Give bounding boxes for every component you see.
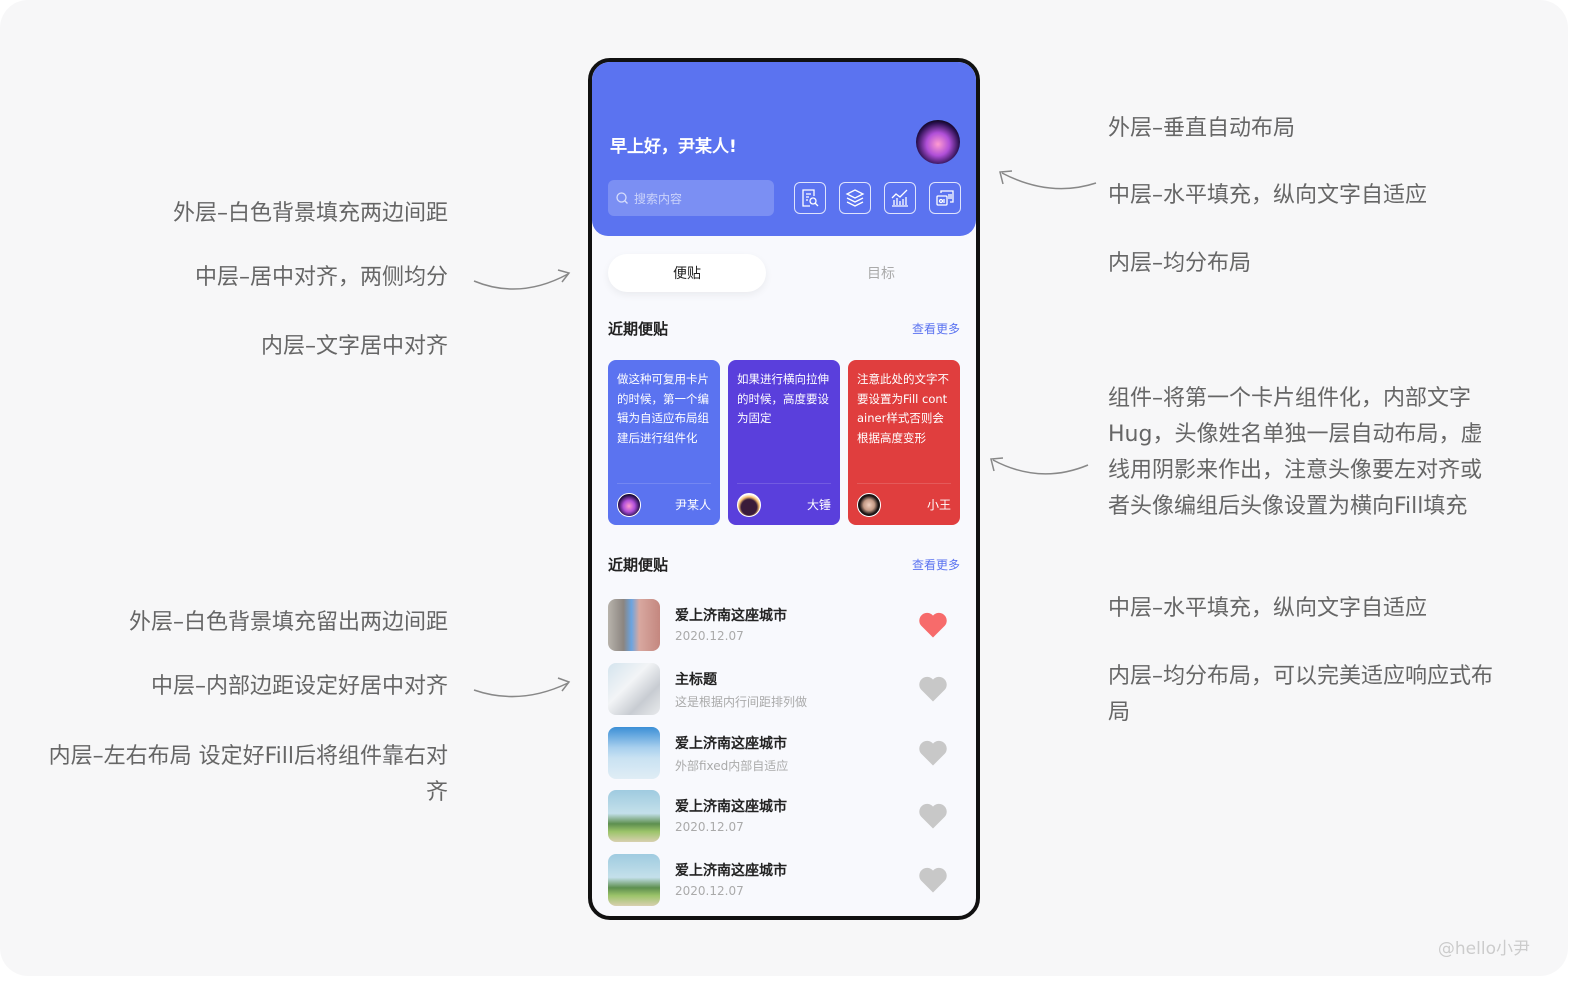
thumbnail [608, 727, 660, 779]
item-subtitle: 2020.12.07 [675, 820, 744, 834]
tab-bar: 便贴 目标 [608, 254, 960, 292]
annotation: 外层–白色背景填充留出两边间距 [128, 610, 448, 635]
search-placeholder: 搜索内容 [634, 191, 683, 206]
data-icon [936, 190, 954, 206]
layers-icon [845, 189, 865, 207]
annotation: 内层–左右布局 设定好Fill后将组件靠右对齐 [48, 744, 448, 805]
annotation: 中层–内部边距设定好居中对齐 [150, 674, 448, 699]
see-more-link[interactable]: 查看更多 [911, 322, 960, 336]
list-item[interactable]: 爱上济南这座城市 2020.12.07 [608, 854, 960, 906]
chart-icon [891, 189, 908, 207]
note-card[interactable]: 做这种可复用卡片的时候，第一个编辑为自适应布局组建后进行组件化 尹某人 [608, 360, 720, 525]
heart-icon[interactable] [918, 611, 948, 639]
card-text: 如果进行横向拉伸的时候，高度要设为固定 [737, 372, 829, 425]
thumbnail [608, 854, 660, 906]
avatar [857, 492, 881, 517]
chart-button[interactable] [884, 182, 916, 214]
list-item[interactable]: 主标题 这是根据内行间距排列做 [608, 663, 960, 715]
document-search-button[interactable] [794, 182, 826, 214]
card-author: 尹某人 [674, 498, 711, 512]
item-title: 主标题 [675, 672, 717, 688]
thumbnail [608, 790, 660, 842]
item-subtitle: 2020.12.07 [675, 629, 744, 643]
card-author: 大锤 [806, 498, 831, 512]
annotation: 内层–均分布局 [1108, 251, 1252, 276]
list-item[interactable]: 爱上济南这座城市 2020.12.07 [608, 599, 960, 651]
annotation: 外层–垂直自动布局 [1108, 116, 1296, 141]
item-subtitle: 2020.12.07 [675, 884, 744, 898]
header: 早上好，尹某人! 搜索内容 [592, 62, 976, 236]
section-title: 近期便贴 [608, 556, 669, 574]
tab-notes[interactable]: 便贴 [608, 254, 766, 292]
greeting: 早上好，尹某人! [610, 137, 737, 157]
heart-icon[interactable] [918, 739, 948, 767]
note-card[interactable]: 如果进行横向拉伸的时候，高度要设为固定 大锤 [728, 360, 840, 525]
annotation: 中层–居中对齐，两侧均分 [194, 265, 448, 290]
item-title: 爱上济南这座城市 [675, 608, 787, 624]
item-subtitle: 外部fixed内部自适应 [675, 759, 789, 773]
annotation: 内层–均分布局，可以完美适应响应式布局 [1108, 664, 1494, 725]
data-button[interactable] [929, 182, 961, 214]
see-more-link[interactable]: 查看更多 [911, 558, 960, 572]
item-title: 爱上济南这座城市 [675, 736, 787, 752]
annotation: 内层–文字居中对齐 [260, 334, 448, 359]
list-item[interactable]: 爱上济南这座城市 2020.12.07 [608, 790, 960, 842]
annotation: 中层–水平填充，纵向文字自适应 [1108, 596, 1428, 621]
avatar [617, 492, 641, 517]
section-title: 近期便贴 [608, 320, 669, 338]
thumbnail [608, 663, 660, 715]
tab-goals[interactable]: 目标 [867, 266, 895, 282]
heart-icon[interactable] [918, 802, 948, 830]
phone-frame: 早上好，尹某人! 搜索内容 便贴 目标 近期便贴 查看更多 做这种可复用卡片的时… [588, 58, 980, 920]
search-input[interactable]: 搜索内容 [608, 180, 774, 216]
card-author: 小王 [926, 498, 951, 512]
user-avatar[interactable] [916, 120, 960, 164]
section-header: 近期便贴 查看更多 [608, 554, 960, 575]
item-subtitle: 这是根据内行间距排列做 [675, 695, 808, 709]
avatar [737, 492, 761, 517]
heart-icon[interactable] [918, 675, 948, 703]
annotation: 外层–白色背景填充两边间距 [172, 201, 448, 226]
watermark: @hello小尹 [1437, 939, 1530, 959]
annotation: 中层–水平填充，纵向文字自适应 [1108, 183, 1428, 208]
card-text: 做这种可复用卡片的时候，第一个编辑为自适应布局组建后进行组件化 [617, 372, 709, 445]
annotation: 组件–将第一个卡片组件化，内部文字Hug，头像姓名单独一层自动布局，虚线用阴影来… [1108, 386, 1483, 519]
item-title: 爱上济南这座城市 [675, 863, 787, 879]
layers-button[interactable] [839, 182, 871, 214]
card-text: 注意此处的文字不要设置为Fill container样式否则会根据高度变形 [857, 372, 949, 445]
note-card[interactable]: 注意此处的文字不要设置为Fill container样式否则会根据高度变形 小王 [848, 360, 960, 525]
thumbnail [608, 599, 660, 651]
section-header: 近期便贴 查看更多 [608, 318, 960, 339]
heart-icon[interactable] [918, 866, 948, 894]
search-icon [616, 192, 628, 204]
item-title: 爱上济南这座城市 [675, 799, 787, 815]
list-item[interactable]: 爱上济南这座城市 外部fixed内部自适应 [608, 727, 960, 779]
document-search-icon [802, 189, 819, 207]
